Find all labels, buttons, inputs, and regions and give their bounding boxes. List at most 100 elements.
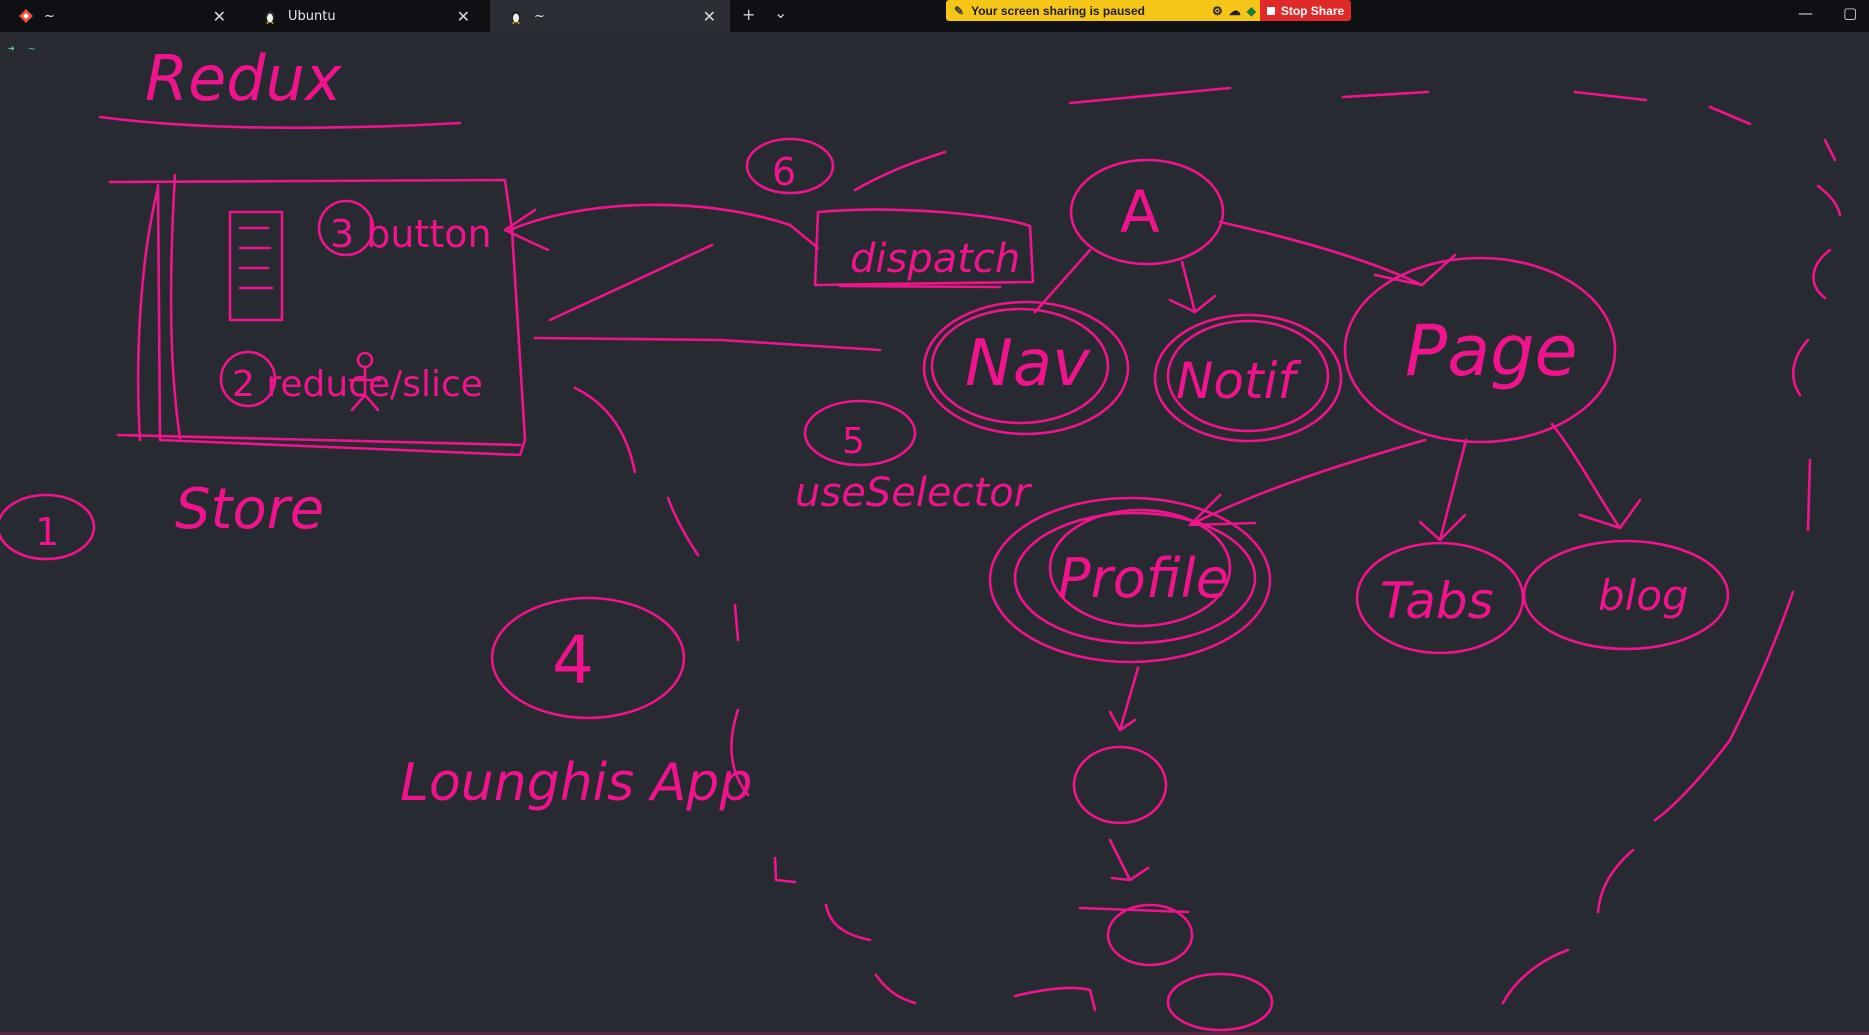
- step2-label: 2 reduce/slice: [232, 364, 483, 405]
- page-to-tabs-arrow: [1418, 438, 1468, 542]
- linux-tux-icon: [262, 8, 278, 24]
- new-tab-button[interactable]: +: [742, 5, 756, 24]
- grandchild-node-circle: [1106, 903, 1194, 967]
- app-boundary-dash: [853, 150, 947, 192]
- a-to-nav-arrow: [1033, 248, 1092, 314]
- sketch-title: Redux: [145, 42, 343, 115]
- node-notif-circle: [1153, 313, 1343, 443]
- store-box: [108, 178, 527, 457]
- tab-title: ~: [44, 8, 55, 24]
- close-tab-icon[interactable]: ✕: [702, 7, 716, 26]
- app-boundary-dash: [1791, 338, 1810, 397]
- store-to-dispatch-arrow: [508, 203, 820, 250]
- step4-label: 4: [552, 622, 594, 699]
- store-label: Store: [175, 477, 324, 542]
- node-nav-label: Nav: [965, 327, 1091, 401]
- tab-terminal-home[interactable]: ~ ✕: [490, 0, 730, 32]
- app-boundary-dash: [1596, 848, 1635, 914]
- app-boundary-dash: [773, 856, 797, 884]
- tab-bar: ~ ✕ Ubuntu ✕ ~ ✕ + ⌄ ✎ Your screen shari…: [0, 0, 1869, 32]
- stop-share-button[interactable]: Stop Share: [1260, 0, 1351, 21]
- tab-title: Ubuntu: [288, 8, 336, 24]
- node-blog-circle: [1522, 539, 1730, 651]
- tab-ubuntu[interactable]: Ubuntu ✕: [244, 0, 484, 32]
- stop-square-icon: [1266, 6, 1275, 15]
- dispatch-underline: [838, 284, 1002, 289]
- pencil-annotate-icon[interactable]: ✎: [954, 3, 965, 18]
- screen-share-banner: ✎ Your screen sharing is paused ⚙ ☁ ◆ St…: [946, 0, 1351, 21]
- step3-circle: [317, 199, 375, 257]
- step2-circle: [219, 350, 277, 408]
- step5-circle: [803, 399, 917, 467]
- node-tabs-label: Tabs: [1380, 572, 1494, 630]
- close-tab-icon[interactable]: ✕: [212, 7, 226, 26]
- cloud-icon[interactable]: ☁: [1228, 3, 1241, 18]
- node-profile-circle: [988, 496, 1272, 664]
- stop-share-label: Stop Share: [1280, 3, 1345, 18]
- node-a-circle: [1069, 158, 1225, 266]
- node-profile-circle: [1013, 511, 1257, 645]
- node-profile-circle: [1048, 508, 1232, 628]
- node-page-label: Page: [1405, 310, 1578, 392]
- app-boundary-dash: [1068, 86, 1232, 105]
- profile-down-arrow: [1108, 666, 1140, 732]
- node-blog-label: blog: [1598, 571, 1689, 620]
- app-label: Lounghis App: [400, 753, 752, 813]
- use-selector-label: useSelector: [795, 470, 1033, 516]
- tab-dropdown-button[interactable]: ⌄: [774, 3, 788, 22]
- stick-figure: [348, 351, 382, 412]
- app-boundary-dash: [1816, 184, 1842, 217]
- store-arrowhead: [503, 208, 550, 252]
- node-nav-circle: [930, 307, 1110, 425]
- dispatch-label: dispatch: [850, 236, 1020, 282]
- shield-icon[interactable]: ◆: [1246, 3, 1256, 18]
- git-bash-icon: [18, 8, 34, 24]
- page-to-profile-arrow: [1188, 438, 1427, 527]
- app-boundary-dash: [666, 496, 700, 557]
- app-boundary-dash: [1708, 105, 1752, 126]
- step3-label: 3 button: [330, 212, 492, 256]
- minimize-button[interactable]: —: [1798, 4, 1813, 22]
- step1-label: 1: [35, 510, 59, 554]
- app-boundary-dash: [1806, 458, 1812, 532]
- app-boundary-dash: [1653, 590, 1795, 822]
- whiteboard-canvas[interactable]: Redux 3 button 2 reduce/slice Store 1 4 …: [0, 32, 1869, 1032]
- store-inner-panel: [228, 210, 284, 322]
- app-boundary-dash: [1823, 138, 1837, 162]
- store-box-edge: [116, 433, 522, 447]
- share-paused-status: ✎ Your screen sharing is paused ⚙ ☁ ◆: [946, 0, 1260, 21]
- app-boundary-dash: [1573, 90, 1648, 102]
- share-status-text: Your screen sharing is paused: [971, 3, 1145, 18]
- a-to-notif-arrow: [1168, 260, 1217, 314]
- step5-label: 5: [842, 421, 865, 462]
- linux-tux-icon: [508, 8, 524, 24]
- node-notif-circle: [1166, 319, 1330, 433]
- store-box-edge: [169, 173, 182, 440]
- bottom-scribble: [1013, 986, 1097, 1012]
- dispatch-to-store-line: [548, 243, 714, 322]
- app-boundary-dash: [573, 386, 637, 474]
- step6-circle: [745, 137, 835, 195]
- a-to-page-arrow: [1218, 220, 1457, 287]
- app-boundary-dash: [824, 903, 872, 942]
- app-boundary-dash: [733, 603, 740, 642]
- maximize-button[interactable]: ▢: [1843, 4, 1858, 22]
- node-nav-circle: [922, 300, 1130, 436]
- child-node-circle: [1072, 745, 1168, 825]
- annotate-tools-icon[interactable]: ⚙: [1212, 3, 1223, 18]
- tab-git-bash[interactable]: ~ ✕: [0, 0, 240, 32]
- node-page-circle: [1343, 256, 1617, 444]
- node-notif-label: Notif: [1176, 352, 1301, 410]
- bottom-node-circle: [1166, 972, 1274, 1032]
- prompt-arrow: ➜: [8, 42, 15, 55]
- child-down-arrow: [1108, 838, 1150, 882]
- node-a-label: A: [1120, 178, 1160, 246]
- app-boundary-dash: [730, 708, 750, 797]
- dispatch-box: [813, 208, 1035, 287]
- prompt-cwd: ~: [28, 42, 36, 55]
- close-tab-icon[interactable]: ✕: [456, 7, 470, 26]
- store-box-edge: [136, 186, 160, 442]
- title-underline: [98, 115, 462, 129]
- terminal-prompt[interactable]: ➜~: [8, 42, 35, 55]
- selector-arrow: [533, 336, 882, 352]
